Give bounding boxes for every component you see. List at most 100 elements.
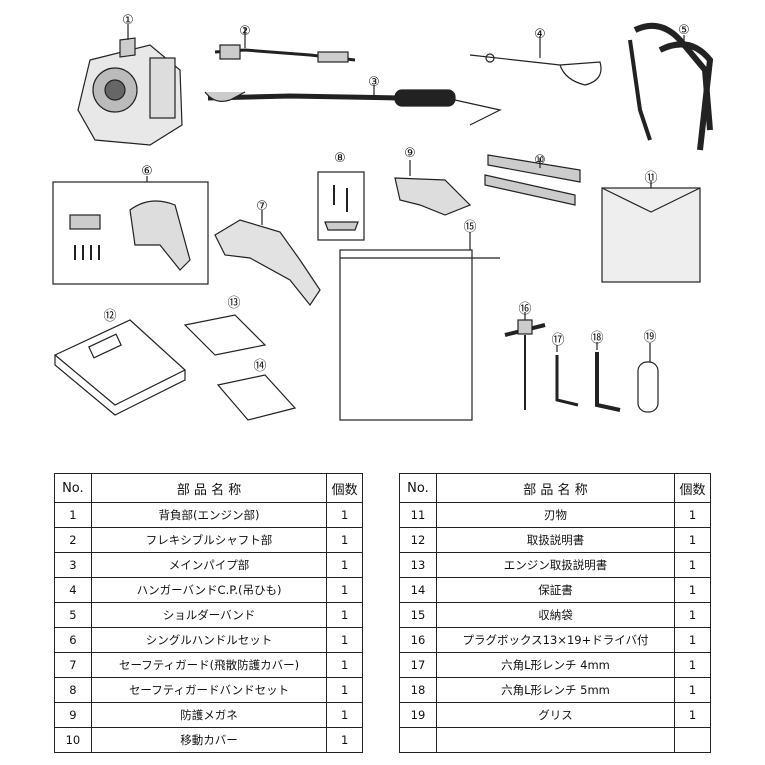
table-header-row: No. 部 品 名 称 個数 [54, 473, 363, 503]
cell-no: 15 [399, 602, 437, 628]
header-qty: 個数 [326, 473, 363, 503]
engine-backpack-drawing [77, 24, 183, 146]
cell-name: 刃物 [435, 502, 676, 528]
parts-illustration: ① ② ③ ④ ⑤ ⑥ ⑦ ⑧ ⑨ ⑩ ⑪ ⑫ ⑬ ⑭ ⑮ ⑯ ⑰ ⑱ ⑲ [52, 13, 714, 421]
callout-4: ④ [534, 27, 546, 42]
hanger-band-drawing [469, 36, 602, 86]
callout-9: ⑨ [404, 146, 416, 161]
cell-name: グリス [435, 702, 676, 728]
cell-qty: 1 [326, 527, 363, 553]
cell-name [435, 727, 676, 753]
callout-2: ② [239, 24, 251, 39]
cell-qty [674, 727, 711, 753]
plug-box-drawing [504, 312, 546, 410]
manual-drawing [53, 319, 187, 416]
cell-no: 12 [399, 527, 437, 553]
header-qty: 個数 [674, 473, 711, 503]
cell-no: 10 [54, 727, 92, 753]
cell-name: フレキシブルシャフト部 [90, 527, 328, 553]
callout-11: ⑪ [644, 171, 657, 186]
callout-13: ⑬ [227, 296, 240, 311]
storage-bag-drawing [339, 232, 500, 421]
cell-name: ハンガーバンドC.P.(吊ひも) [90, 577, 328, 603]
callout-7: ⑦ [256, 199, 268, 214]
cell-name: メインパイプ部 [90, 552, 328, 578]
cell-no: 8 [54, 677, 92, 703]
cell-no: 1 [54, 502, 92, 528]
cell-no: 2 [54, 527, 92, 553]
header-name: 部 品 名 称 [90, 473, 328, 503]
cell-qty: 1 [326, 502, 363, 528]
cell-no: 11 [399, 502, 437, 528]
hex-wrench-5mm-drawing [595, 342, 621, 412]
cell-qty: 1 [674, 677, 711, 703]
callout-5: ⑤ [678, 23, 690, 38]
cell-name: 六角L形レンチ 4mm [435, 652, 676, 678]
callout-14: ⑭ [253, 359, 266, 374]
cell-qty: 1 [674, 527, 711, 553]
cell-name: シングルハンドルセット [90, 627, 328, 653]
cell-qty: 1 [326, 627, 363, 653]
cell-no: 5 [54, 602, 92, 628]
handle-set-drawing [52, 176, 209, 285]
callout-19: ⑲ [643, 330, 656, 345]
cell-name: セーフティガード(飛散防護カバー) [90, 652, 328, 678]
cell-no: 14 [399, 577, 437, 603]
cell-qty: 1 [674, 552, 711, 578]
cell-no: 4 [54, 577, 92, 603]
cell-name: プラグボックス13×19+ドライバ付 [435, 627, 676, 653]
cell-name: 移動カバー [90, 727, 328, 753]
header-no: No. [399, 473, 437, 503]
cell-qty: 1 [326, 727, 363, 753]
engine-manual-drawing [183, 314, 267, 356]
cell-no: 13 [399, 552, 437, 578]
warranty-drawing [216, 374, 297, 421]
cell-qty: 1 [326, 702, 363, 728]
cell-name: 六角L形レンチ 5mm [435, 677, 676, 703]
cell-qty: 1 [326, 677, 363, 703]
table-row [399, 727, 711, 753]
cell-no: 7 [54, 652, 92, 678]
callout-17: ⑰ [551, 333, 564, 348]
cell-no: 18 [399, 677, 437, 703]
cell-qty: 1 [674, 602, 711, 628]
callout-3: ③ [368, 75, 380, 90]
cell-no [399, 727, 437, 753]
callout-15: ⑮ [463, 220, 476, 235]
safety-guard-drawing [214, 210, 321, 307]
callout-8: ⑧ [334, 151, 346, 166]
shoulder-band-drawing [628, 22, 714, 151]
cell-name: エンジン取扱説明書 [435, 552, 676, 578]
callout-6: ⑥ [141, 164, 153, 179]
header-no: No. [54, 473, 92, 503]
callout-1: ① [122, 13, 134, 28]
callout-18: ⑱ [590, 331, 603, 346]
cell-name: 背負部(エンジン部) [90, 502, 328, 528]
cell-qty: 1 [674, 502, 711, 528]
grease-drawing [637, 343, 659, 413]
table-header-row: No. 部 品 名 称 個数 [399, 473, 711, 503]
cell-qty: 1 [674, 702, 711, 728]
cell-qty: 1 [326, 652, 363, 678]
cell-name: ショルダーバンド [90, 602, 328, 628]
cell-no: 9 [54, 702, 92, 728]
blade-envelope-drawing [601, 180, 701, 283]
flexible-shaft-drawing [214, 28, 356, 63]
cell-no: 19 [399, 702, 437, 728]
moving-cover-drawing [484, 154, 581, 206]
